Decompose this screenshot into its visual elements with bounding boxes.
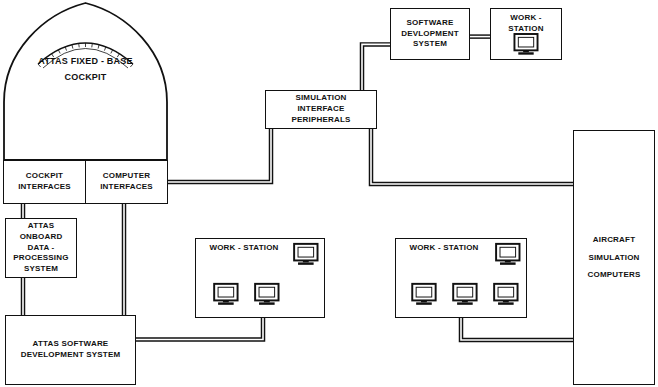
workstation-box: WORK - STATION (195, 238, 325, 318)
cockpit-title: ATTAS FIXED - BASE COCKPIT (38, 54, 133, 86)
box-label: COCKPIT INTERFACES (4, 171, 85, 193)
connector-outer (371, 129, 573, 184)
double-line-connector (136, 318, 263, 340)
connector-outer (21, 204, 26, 218)
system-box: ATTAS SOFTWARE DEVELOPMENT SYSTEM (5, 315, 136, 385)
double-line-connector (23, 278, 24, 315)
workstation-box: WORK - STATION (395, 238, 527, 318)
monitor-icon (412, 284, 435, 305)
monitor-icon (294, 244, 317, 265)
connector-outer (136, 318, 263, 340)
connector-inner (168, 129, 271, 182)
connector-inner (362, 44, 390, 90)
connector-inner (22, 278, 24, 315)
monitor-icon (255, 284, 278, 305)
connector-inner (470, 36, 490, 38)
double-line-connector (23, 204, 24, 218)
connector-outer (362, 44, 390, 90)
connector-outer (168, 129, 271, 182)
monitor-icon (514, 34, 537, 55)
connector-outer (21, 278, 26, 315)
box-label: WORK - STATION (200, 243, 288, 254)
double-line-connector (371, 129, 573, 184)
workstation-box: WORK - STATION (490, 8, 562, 60)
connector-outer (470, 34, 490, 39)
box-label: SIMULATION INTERFACE PERIPHERALS (271, 93, 371, 125)
system-box: ATTAS ONBOARD DATA - PROCESSING SYSTEM (5, 218, 77, 278)
box-label: WORK - STATION (400, 243, 488, 254)
double-line-connector (362, 44, 390, 90)
system-box: SIMULATION INTERFACE PERIPHERALS (265, 90, 377, 129)
system-box: COMPUTER INTERFACES (85, 160, 168, 204)
box-label: ATTAS SOFTWARE DEVELOPMENT SYSTEM (21, 339, 121, 361)
monitor-icon (214, 284, 237, 305)
monitor-icon (453, 284, 476, 305)
monitor-icon (496, 244, 519, 265)
monitor-icon (494, 284, 517, 305)
system-box: SOFTWARE DEVLOPMENT SYSTEM (390, 8, 470, 60)
connector-inner (461, 318, 573, 340)
connector-outer (461, 318, 573, 340)
connector-inner (136, 318, 263, 340)
cockpit-shape: ATTAS FIXED - BASE COCKPIT COCKPIT INTERF… (3, 2, 168, 204)
box-label: ATTAS ONBOARD DATA - PROCESSING SYSTEM (8, 221, 74, 275)
double-line-connector (168, 129, 271, 182)
box-label: AIRCRAFT SIMULATION COMPUTERS (583, 231, 645, 284)
connector-inner (371, 129, 573, 184)
connector-inner (22, 204, 24, 218)
connector-outer (122, 204, 127, 315)
box-label: COMPUTER INTERFACES (86, 171, 167, 193)
double-line-connector (461, 318, 573, 340)
system-box: AIRCRAFT SIMULATION COMPUTERS (573, 130, 655, 385)
double-line-connector (124, 204, 125, 315)
box-label: WORK - STATION (501, 13, 551, 35)
connector-inner (123, 204, 125, 315)
double-line-connector (470, 36, 490, 37)
system-box: COCKPIT INTERFACES (3, 160, 86, 204)
box-label: SOFTWARE DEVLOPMENT SYSTEM (395, 18, 465, 50)
